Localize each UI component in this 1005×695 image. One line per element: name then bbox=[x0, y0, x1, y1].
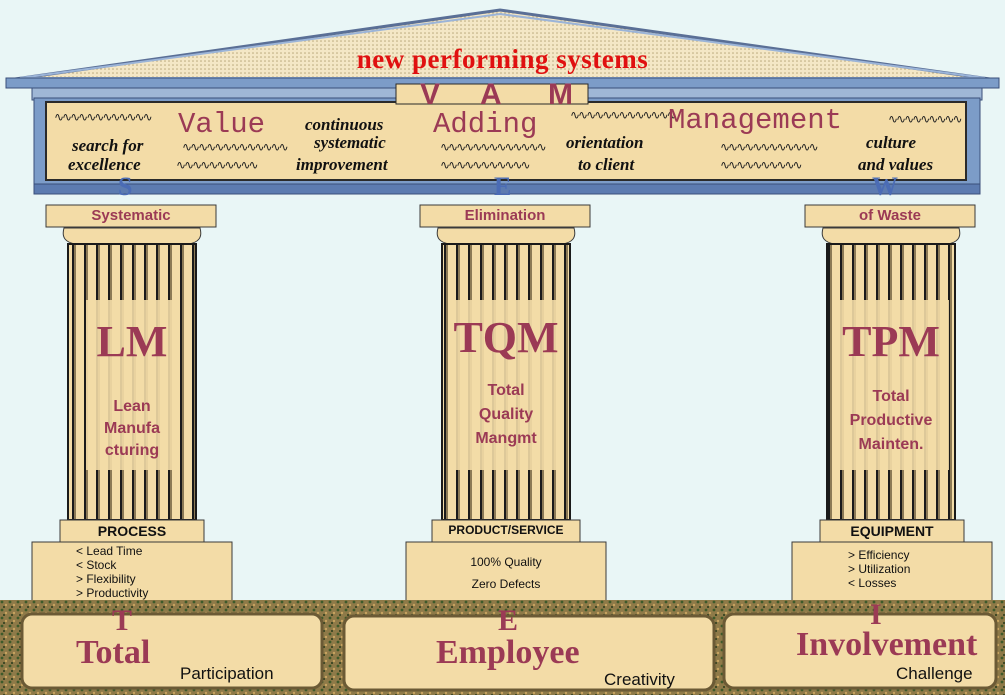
foundation-word-employee: Employee bbox=[436, 634, 580, 671]
wave-divider: ∿∿∿∿∿∿∿∿∿∿∿∿∿ bbox=[440, 140, 547, 154]
pillar-desc-line: Productive bbox=[849, 412, 933, 429]
sew-e: E bbox=[494, 172, 512, 201]
phrase-culture: culture bbox=[866, 133, 917, 152]
foundation bbox=[0, 600, 1005, 695]
pillar-desc-line: cturing bbox=[104, 442, 160, 459]
wave-divider: ∿∿∿∿∿∿∿∿∿∿∿∿ bbox=[54, 110, 153, 124]
pillar-acronym-lm: LM bbox=[96, 317, 168, 366]
capital-label-elimination: Elimination bbox=[464, 207, 546, 224]
phrase-and-values: and values bbox=[858, 155, 934, 174]
base-head-equipment: EQUIPMENT bbox=[850, 523, 934, 539]
wave-divider: ∿∿∿∿∿∿∿∿∿∿ bbox=[176, 158, 259, 172]
sew-s: S bbox=[118, 172, 133, 201]
pillar-desc-line: Mainten. bbox=[858, 436, 924, 453]
capital-label-of-waste: of Waste bbox=[859, 207, 921, 224]
base-item: Zero Defects bbox=[471, 577, 541, 591]
foundation-sub-challenge: Challenge bbox=[896, 664, 973, 683]
base-item: > Efficiency bbox=[848, 548, 910, 562]
acronym-v: V bbox=[420, 78, 441, 111]
roof-title: new performing systems bbox=[356, 44, 649, 74]
foundation-word-total: Total bbox=[76, 634, 151, 671]
phrase-continuous: continuous bbox=[305, 115, 384, 134]
pillar-desc-line: Quality bbox=[478, 406, 534, 423]
wave-divider: ∿∿∿∿∿∿∿∿∿∿∿∿∿ bbox=[570, 108, 677, 122]
sew-w: W bbox=[872, 172, 898, 201]
foundation-letter-e: E bbox=[498, 604, 519, 637]
foundation-letter-t: T bbox=[112, 604, 133, 637]
word-adding: Adding bbox=[433, 108, 538, 141]
base-item: 100% Quality bbox=[470, 555, 542, 569]
pillar-desc-line: Lean bbox=[113, 398, 151, 415]
phrase-excellence: excellence bbox=[68, 155, 141, 174]
acronym-m: M bbox=[548, 78, 573, 111]
foundation-sub-creativity: Creativity bbox=[604, 670, 675, 689]
base-item: > Productivity bbox=[76, 586, 149, 600]
foundation-sub-participation: Participation bbox=[180, 664, 274, 683]
base-item: < Stock bbox=[76, 558, 117, 572]
wave-divider: ∿∿∿∿∿∿∿∿∿∿∿∿ bbox=[720, 140, 819, 154]
wave-divider: ∿∿∿∿∿∿∿∿∿ bbox=[888, 112, 962, 126]
columns bbox=[31, 204, 993, 607]
phrase-to-client: to client bbox=[578, 155, 635, 174]
phrase-search-for: search for bbox=[72, 136, 144, 155]
phrase-improvement: improvement bbox=[296, 155, 388, 174]
phrase-systematic: systematic bbox=[314, 133, 386, 152]
pillar-desc-line: Total bbox=[872, 388, 910, 405]
wave-divider: ∿∿∿∿∿∿∿∿∿∿∿∿∿ bbox=[182, 140, 289, 154]
pillar-desc-line: Manufa bbox=[104, 420, 160, 437]
wave-divider: ∿∿∿∿∿∿∿∿∿∿∿ bbox=[440, 158, 531, 172]
base-head-process: PROCESS bbox=[97, 523, 167, 539]
base-head-product-service: PRODUCT/SERVICE bbox=[448, 523, 564, 537]
word-management: Management bbox=[668, 104, 843, 137]
foundation-word-involvement: Involvement bbox=[796, 626, 978, 663]
pillar-desc-line: Mangmt bbox=[475, 430, 537, 447]
acronym-a: A bbox=[480, 78, 502, 111]
base-item: > Utilization bbox=[848, 562, 911, 576]
word-value: Value bbox=[178, 108, 266, 141]
phrase-orientation: orientation bbox=[566, 133, 644, 152]
foundation-letter-i: I bbox=[870, 598, 882, 631]
base-item: > Flexibility bbox=[76, 572, 136, 586]
entablature bbox=[31, 83, 983, 195]
capital-label-systematic: Systematic bbox=[91, 207, 171, 224]
wave-divider: ∿∿∿∿∿∿∿∿∿∿ bbox=[720, 158, 803, 172]
pillar-acronym-tqm: TQM bbox=[453, 313, 559, 362]
pillar-desc-line: Total bbox=[487, 382, 525, 399]
pillar-acronym-tpm: TPM bbox=[842, 317, 940, 366]
base-item: < Losses bbox=[848, 576, 897, 590]
base-item: < Lead Time bbox=[76, 544, 143, 558]
